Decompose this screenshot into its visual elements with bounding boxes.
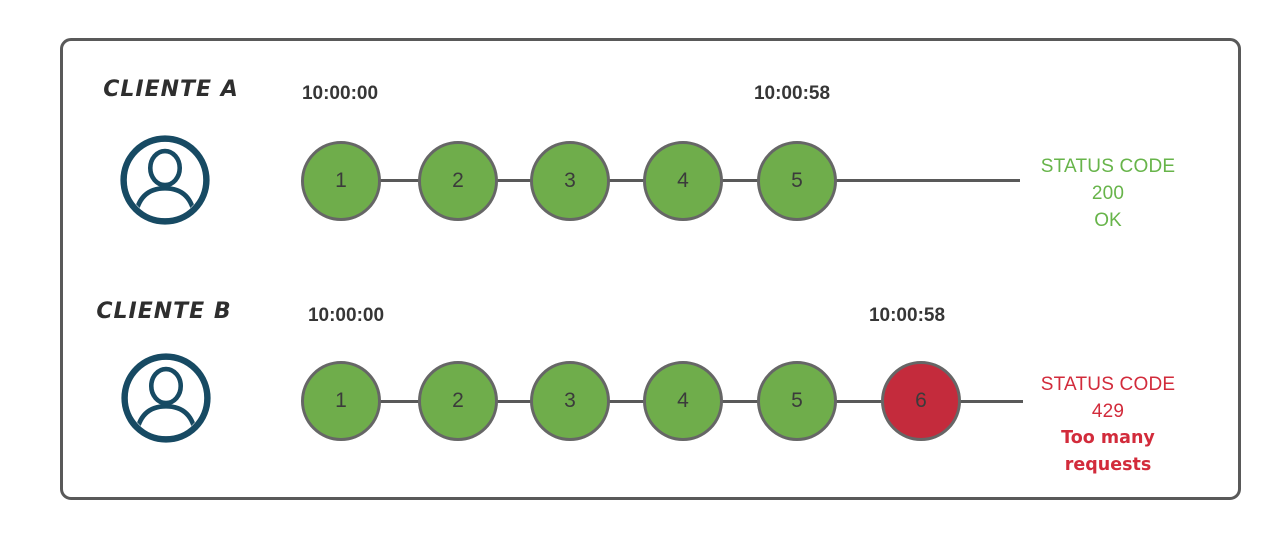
request-number: 2: [452, 169, 464, 192]
request-number: 5: [791, 389, 803, 412]
request-number: 5: [791, 169, 803, 192]
end-timestamp: 10:00:58: [868, 305, 946, 326]
status-description-text: Too many requests: [1061, 428, 1155, 475]
request-number: 2: [452, 389, 464, 412]
client-a-label: CLIENTE A: [103, 77, 239, 102]
end-timestamp: 10:00:58: [753, 83, 831, 104]
request-circle-4: 4: [643, 361, 723, 441]
status-message: STATUS CODE 429 Too many requests: [1022, 371, 1194, 479]
user-avatar-icon: [120, 135, 210, 225]
status-code-text: STATUS CODE 429: [1040, 374, 1176, 422]
status-code-text: STATUS CODE 200: [1040, 156, 1176, 204]
user-avatar-icon: [121, 353, 211, 443]
request-circle-5: 5: [757, 141, 837, 221]
status-description-text: OK: [1094, 210, 1122, 231]
request-circle-3: 3: [530, 141, 610, 221]
request-circle-5: 5: [757, 361, 837, 441]
client-b-label: CLIENTE B: [96, 299, 232, 324]
request-number: 1: [335, 389, 347, 412]
request-number: 6: [915, 389, 927, 412]
request-number: 3: [564, 169, 576, 192]
start-timestamp: 10:00:00: [301, 83, 379, 104]
request-circle-6: 6: [881, 361, 961, 441]
request-number: 1: [335, 169, 347, 192]
request-circle-1: 1: [301, 141, 381, 221]
start-timestamp: 10:00:00: [307, 305, 385, 326]
request-circle-2: 2: [418, 361, 498, 441]
request-circle-2: 2: [418, 141, 498, 221]
request-circle-3: 3: [530, 361, 610, 441]
request-circle-1: 1: [301, 361, 381, 441]
request-number: 3: [564, 389, 576, 412]
status-message: STATUS CODE 200 OK: [1022, 153, 1194, 234]
request-circle-4: 4: [643, 141, 723, 221]
request-number: 4: [677, 389, 689, 412]
request-number: 4: [677, 169, 689, 192]
